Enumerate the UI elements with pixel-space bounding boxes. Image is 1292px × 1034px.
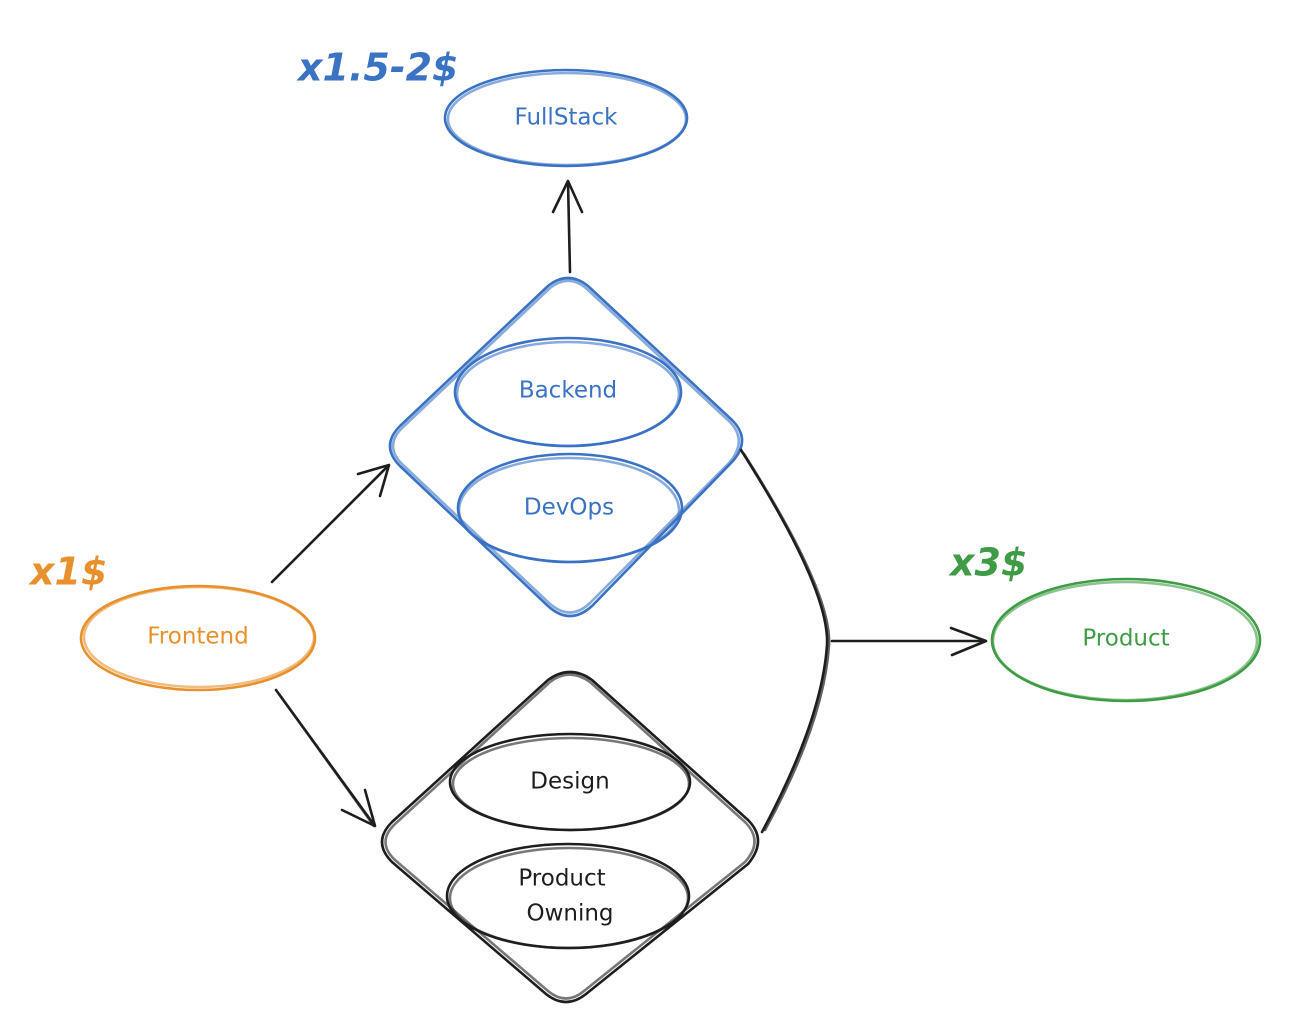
backend-devops-group: [388, 276, 744, 618]
product-owning-label-line2: Owning: [526, 901, 613, 927]
fullstack-price-label: x1.5-2$: [296, 46, 458, 90]
product-price-label: x3$: [948, 541, 1027, 585]
arrow-frontend-to-design-group: [274, 688, 377, 828]
product-owning-label-line1: Product: [518, 866, 605, 892]
arrow-frontend-to-backend-group: [270, 463, 391, 584]
design-label: Design: [530, 769, 609, 795]
devops-node[interactable]: DevOps: [456, 452, 684, 564]
frontend-node[interactable]: Frontend: [79, 584, 317, 692]
design-product-owning-group: [380, 670, 760, 1004]
arrow-backend-to-fullstack: [551, 179, 584, 274]
design-node[interactable]: Design: [448, 732, 692, 832]
merge-connector: [739, 448, 831, 834]
product-node[interactable]: Product: [990, 577, 1262, 703]
fullstack-label: FullStack: [514, 105, 618, 131]
product-label: Product: [1082, 626, 1169, 652]
frontend-price-label: x1$: [28, 550, 107, 594]
backend-label: Backend: [519, 378, 617, 404]
arrow-to-product: [830, 626, 988, 657]
devops-label: DevOps: [524, 495, 614, 521]
backend-node[interactable]: Backend: [453, 336, 683, 448]
product-owning-node[interactable]: Product Owning: [445, 842, 691, 950]
fullstack-node[interactable]: FullStack: [443, 68, 689, 168]
frontend-label: Frontend: [147, 624, 249, 650]
